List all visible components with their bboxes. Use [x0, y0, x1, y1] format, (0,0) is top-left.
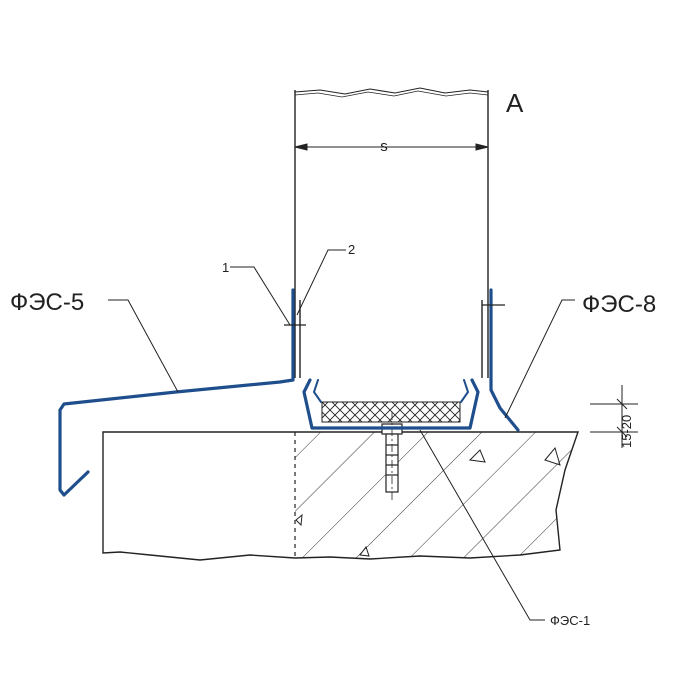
profile-fes-1-label: ФЭС-1: [550, 613, 590, 628]
view-label: А: [506, 88, 524, 118]
dimension-s-label: s: [380, 138, 388, 155]
aggregate-mark: [359, 545, 370, 557]
aggregate-mark: [468, 449, 486, 463]
concrete-base: [102, 431, 579, 561]
leader-lines: [108, 249, 575, 621]
profile-fes-5-label: ФЭС-5: [10, 289, 84, 316]
dimension-s: [294, 143, 489, 151]
wall-panel-break-line-2: [294, 90, 489, 98]
leader-item-2: [296, 249, 346, 316]
concrete-outline: [102, 431, 579, 561]
wall-ticks: [284, 304, 505, 326]
leader-fes-1: [419, 429, 545, 621]
concrete-hatched-area: [295, 432, 578, 559]
profile-fes-1: [302, 378, 480, 430]
aggregate-mark: [544, 446, 561, 466]
leader-item-1: [230, 266, 291, 326]
gap-dimension: [590, 385, 638, 448]
profile-fes-1-inner-left: [313, 379, 322, 403]
profile-fes-1-inner-right: [460, 379, 469, 403]
wall-panel: [294, 87, 489, 378]
aggregate-mark: [295, 513, 303, 527]
profiles: [58, 288, 520, 497]
profile-fes-8: [489, 288, 520, 432]
profile-fes-8-label: ФЭС-8: [582, 291, 656, 318]
item-2-label: 2: [348, 242, 355, 257]
item-1-label: 1: [222, 260, 229, 275]
leader-fes-5: [108, 299, 179, 393]
leader-fes-8: [504, 299, 575, 419]
profile-fes-5: [58, 288, 295, 497]
wall-panel-break-line: [294, 87, 489, 95]
insulation-fill: [321, 401, 461, 423]
gap-dimension-label: 15-20: [619, 415, 634, 448]
